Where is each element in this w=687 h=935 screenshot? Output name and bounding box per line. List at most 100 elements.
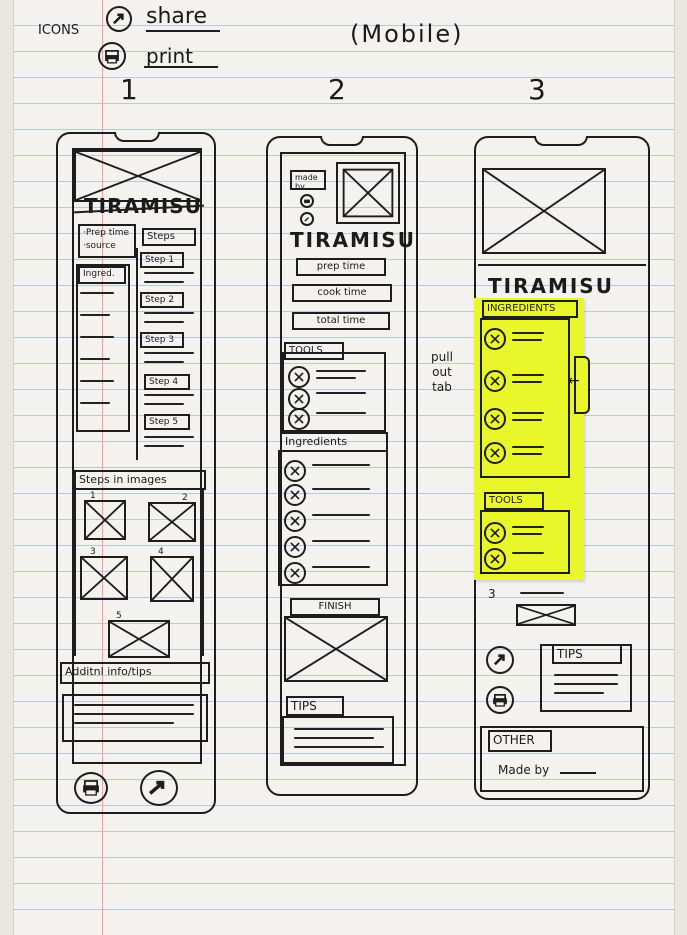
- check-circle-icon: [284, 562, 306, 584]
- share-button-icon[interactable]: [140, 770, 178, 806]
- step-3-lines: [520, 592, 570, 601]
- check-circle-icon: [284, 460, 306, 482]
- made-by-label-3: Made by: [498, 763, 550, 777]
- share-arrow-icon: [106, 6, 132, 32]
- icons-label: ICONS: [38, 23, 80, 38]
- step-5-label: Step 5: [144, 414, 190, 430]
- prep-time-box: prep time: [296, 258, 386, 276]
- hero-image-placeholder-3: [482, 168, 606, 254]
- column-number-1: 1: [120, 73, 138, 106]
- ingredients-header-3: INGREDIENTS: [482, 300, 578, 318]
- step-1-label: Step 1: [140, 252, 184, 268]
- print-label: print: [146, 44, 193, 68]
- check-circle-icon: [288, 388, 310, 410]
- print-button-icon-3[interactable]: [486, 686, 514, 714]
- step-3-label: Step 3: [140, 332, 184, 348]
- ingredients-list-box-1: [76, 264, 130, 432]
- ingredients-header-2: Ingredients: [280, 432, 388, 452]
- tools-box-3: [480, 510, 570, 574]
- step-number-3: 3: [488, 587, 496, 601]
- step-3-lines: [144, 352, 194, 370]
- step-2-label: Step 2: [140, 292, 184, 308]
- print-icon-small[interactable]: [300, 194, 314, 208]
- tools-header-3: TOOLS: [484, 492, 544, 510]
- pull-out-tab-annotation: pull out tab: [431, 350, 453, 394]
- tools-header-2: TOOLS: [284, 342, 344, 360]
- share-button-icon-3[interactable]: [486, 646, 514, 674]
- check-circle-icon: [284, 510, 306, 532]
- steps-header-1: Steps: [142, 228, 196, 246]
- step-image-3-number: 3: [90, 547, 96, 557]
- column-number-3: 3: [528, 73, 546, 106]
- check-circle-icon: [484, 522, 506, 544]
- tips-lines-3: [554, 674, 618, 701]
- phone-2-notch: [320, 136, 364, 146]
- share-underline: [146, 30, 220, 32]
- recipe-title-3: TIRAMISU: [488, 274, 614, 298]
- check-circle-icon: [284, 484, 306, 506]
- step-2-lines: [144, 312, 194, 330]
- steps-in-images-box: [74, 488, 204, 656]
- additional-info-lines: [74, 704, 194, 731]
- prep-source-box: ·Prep time ·source: [78, 224, 136, 258]
- printer-icon: [98, 42, 126, 70]
- ingredients-box-2: [278, 450, 388, 586]
- step-1-lines: [144, 272, 194, 290]
- other-box: [480, 726, 644, 792]
- steps-list-box-1: [136, 248, 200, 460]
- step-image-2: [148, 502, 196, 542]
- phone-1-inner-frame: [72, 148, 202, 764]
- phone-1-notch: [114, 132, 160, 142]
- hero-image-placeholder-1: [74, 150, 202, 202]
- tools-box-2: [282, 352, 386, 432]
- tips-box-3: [540, 644, 632, 712]
- step-4-label: Step 4: [144, 374, 190, 390]
- hero-image-placeholder-2: [336, 162, 400, 224]
- print-button-icon[interactable]: [74, 772, 108, 804]
- check-circle-icon: [484, 370, 506, 392]
- tips-header-2: TIPS: [286, 696, 344, 716]
- margin-line: [102, 0, 103, 935]
- column-number-2: 2: [328, 73, 346, 106]
- share-icon-small[interactable]: [300, 212, 314, 226]
- step-4-lines: [144, 394, 194, 412]
- step-image-5-number: 5: [116, 611, 122, 621]
- step-5-lines: [144, 436, 194, 454]
- step-image-1: [84, 500, 126, 540]
- cook-time-box: cook time: [292, 284, 392, 302]
- step-image-4-number: 4: [158, 547, 164, 557]
- check-circle-icon: [284, 536, 306, 558]
- made-by-box: made by: [290, 170, 326, 190]
- step-image-2-number: 2: [182, 493, 188, 503]
- step-image-4: [150, 556, 194, 602]
- step-image-1-number: 1: [90, 491, 96, 501]
- recipe-title-2: TIRAMISU: [290, 228, 416, 252]
- step-image-5: [108, 620, 170, 658]
- step-image-3: [80, 556, 128, 600]
- ingredients-box-3: [480, 318, 570, 478]
- additional-info-box: [62, 694, 208, 742]
- phone-2-inner-frame: [280, 152, 406, 766]
- other-header: OTHER: [488, 730, 552, 752]
- finish-image-placeholder: [284, 616, 388, 682]
- pull-out-tab-handle[interactable]: [574, 356, 590, 414]
- check-circle-icon: [484, 442, 506, 464]
- step-image-small-3: [516, 604, 576, 626]
- check-circle-icon: [288, 408, 310, 430]
- additional-info-header: Additnl info/tips: [60, 662, 210, 684]
- check-circle-icon: [484, 548, 506, 570]
- made-by-line: [560, 772, 596, 774]
- print-underline: [144, 66, 218, 68]
- steps-in-images-header: Steps in images: [74, 470, 206, 490]
- phone-3-inner-frame: [478, 156, 646, 266]
- finish-header: FINISH: [290, 598, 380, 616]
- check-circle-icon: [484, 328, 506, 350]
- ingredients-header-1: Ingred.: [78, 266, 126, 284]
- ingredients-bullets-1: [80, 292, 120, 411]
- mobile-label: (Mobile): [350, 20, 464, 48]
- share-label: share: [146, 4, 207, 29]
- check-circle-icon: [484, 408, 506, 430]
- phone-3-notch: [534, 136, 588, 146]
- tips-lines-2: [294, 728, 384, 755]
- total-time-box: total time: [292, 312, 390, 330]
